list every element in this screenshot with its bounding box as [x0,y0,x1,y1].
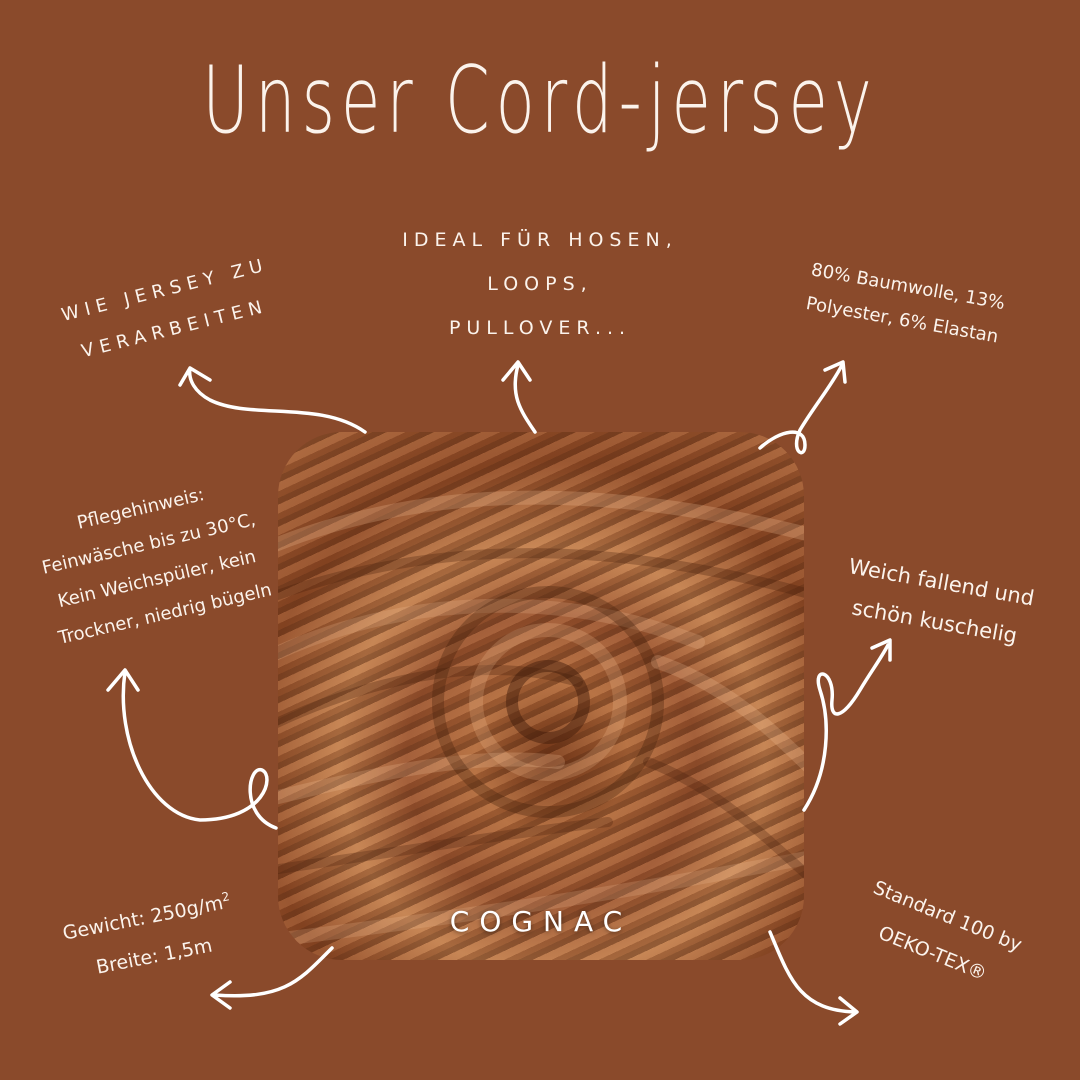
arrow-top-left-icon [178,366,367,434]
arrow-mid-right-icon [802,638,892,812]
feature-usage: ideal für Hosen, Loops, Pullover... [330,218,750,350]
feature-usage-line2: Loops, [487,273,593,295]
fabric-photo: COGNAC [278,432,804,960]
fabric-swirl-illustration [278,490,804,947]
color-label: COGNAC [449,905,633,938]
arrow-top-center-icon [501,360,537,434]
arrow-top-right-icon [758,360,847,455]
arrow-mid-left-icon [106,668,278,830]
page-title: Unser Cord-jersey [202,48,878,156]
feature-usage-line3: Pullover... [448,317,632,339]
arrow-bottom-right-icon [768,930,859,1026]
feature-usage-line1: ideal für Hosen, [402,229,678,251]
arrow-bottom-left-icon [210,946,334,1010]
